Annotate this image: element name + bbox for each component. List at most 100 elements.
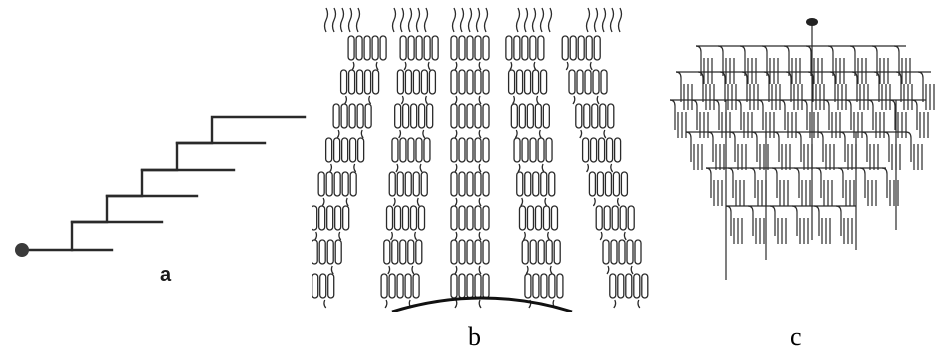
loop-segment <box>459 240 465 264</box>
loop-segment <box>312 240 317 264</box>
loop-segment <box>333 104 339 128</box>
loop-segment <box>395 104 401 128</box>
loop-segment <box>413 70 419 94</box>
loop-segment <box>451 240 457 264</box>
loop-segment <box>459 36 465 60</box>
dendrite <box>896 72 901 102</box>
loop-segment <box>506 36 512 60</box>
loop-segment <box>594 36 600 60</box>
strand <box>325 8 328 32</box>
strand <box>518 164 544 172</box>
strand <box>409 8 412 32</box>
loop-segment <box>334 138 340 162</box>
loop-segment <box>380 36 386 60</box>
loop-segment <box>395 206 401 230</box>
dendrite <box>726 206 731 236</box>
loop-segment <box>459 206 465 230</box>
dendrite <box>676 72 681 102</box>
loop-segment <box>475 172 481 196</box>
strand <box>549 8 552 32</box>
loop-segment <box>400 138 406 162</box>
dendrite <box>692 100 697 130</box>
loop-segment <box>467 138 473 162</box>
loop-segment <box>549 274 555 298</box>
strand <box>515 130 541 138</box>
loop-segment <box>467 274 473 298</box>
loop-segment <box>397 70 403 94</box>
strand <box>357 8 360 32</box>
strand <box>393 198 419 206</box>
loop-segment <box>483 36 489 60</box>
strand <box>521 198 547 206</box>
dendrite <box>772 168 777 198</box>
strand <box>330 164 356 172</box>
dendrite <box>836 206 841 236</box>
loop-segment <box>403 206 409 230</box>
loop-segment <box>419 104 425 128</box>
loop-segment <box>459 138 465 162</box>
loop-segment <box>451 172 457 196</box>
loop-segment <box>605 172 611 196</box>
loop-segment <box>608 104 614 128</box>
strand <box>580 130 606 138</box>
loop-segment <box>350 138 356 162</box>
loop-segment <box>541 172 547 196</box>
loop-segment <box>530 138 536 162</box>
loop-segment <box>327 240 333 264</box>
loop-segment <box>312 274 318 298</box>
loop-segment <box>342 172 348 196</box>
loop-segment <box>530 240 536 264</box>
loop-segment <box>525 274 531 298</box>
dendrite <box>874 72 879 102</box>
dendrite <box>868 100 873 130</box>
loop-segment <box>467 240 473 264</box>
strand <box>341 8 344 32</box>
loop-segment <box>628 206 634 230</box>
loop-segment <box>549 172 555 196</box>
loop-segment <box>483 206 489 230</box>
loop-segment <box>627 240 633 264</box>
loop-segment <box>416 138 422 162</box>
loop-segment <box>527 206 533 230</box>
strand <box>399 130 425 138</box>
strand <box>469 8 472 32</box>
strand <box>417 8 420 32</box>
loop-segment <box>459 172 465 196</box>
loop-segment <box>348 36 354 60</box>
strand <box>333 8 336 32</box>
apex-node-dot <box>806 18 818 26</box>
loop-segment <box>326 138 332 162</box>
loop-segment <box>584 104 590 128</box>
loop-segment <box>416 240 422 264</box>
loop-segment <box>514 138 520 162</box>
dendrite <box>786 72 791 102</box>
base-arc <box>392 298 572 312</box>
loop-segment <box>583 138 589 162</box>
strand <box>401 8 404 32</box>
strand <box>453 8 456 32</box>
strand <box>485 8 488 32</box>
strand <box>607 266 633 274</box>
loop-segment <box>525 172 531 196</box>
dendrite <box>912 100 917 130</box>
strand <box>425 8 428 32</box>
dendrite <box>852 72 857 102</box>
loop-segment <box>451 206 457 230</box>
dendrite <box>906 132 911 162</box>
panel-b-label: b <box>468 322 481 352</box>
loop-segment <box>349 70 355 94</box>
loop-segment <box>400 36 406 60</box>
strand <box>611 8 614 32</box>
dendrite <box>736 100 741 130</box>
loop-segment <box>546 240 552 264</box>
dendrite <box>670 100 675 130</box>
loop-segment <box>411 104 417 128</box>
dendrite <box>686 132 691 162</box>
loop-segment <box>517 70 523 94</box>
loop-segment <box>416 36 422 60</box>
dendrite <box>730 132 735 162</box>
dendrite <box>720 72 725 102</box>
strand <box>401 96 427 104</box>
strand <box>337 130 363 138</box>
loop-segment <box>408 240 414 264</box>
